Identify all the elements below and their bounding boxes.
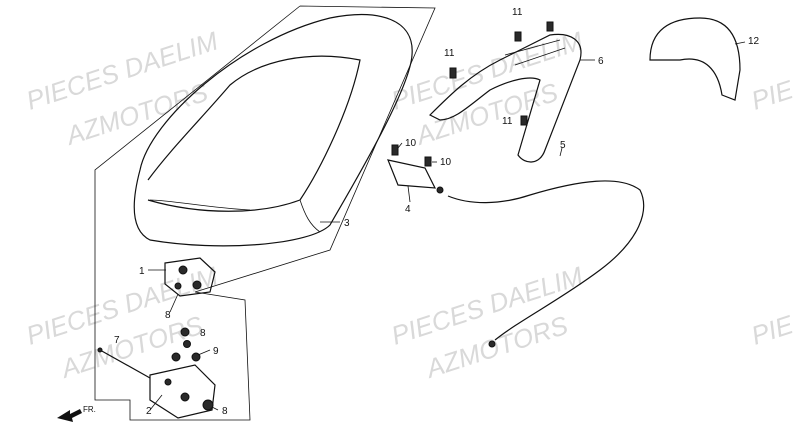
front-direction-label: FR. (83, 405, 96, 414)
callouts: 3 1 8 2 8 8 9 7 4 10 10 5 6 11 11 11 12 (114, 7, 760, 417)
callout-bolt-b: 10 (440, 157, 452, 168)
nuts-washers (171, 327, 201, 362)
seat-hinge (164, 257, 216, 297)
seat-lock-bracket (149, 364, 216, 419)
callout-seat-hinge-nut: 8 (165, 310, 171, 321)
callout-rear-carrier: 6 (598, 56, 604, 67)
callout-seat-hinge: 1 (139, 266, 145, 277)
callout-rod: 7 (114, 335, 120, 346)
callout-bolt-a: 10 (405, 138, 417, 149)
rear-carrier (428, 21, 582, 163)
callout-washer: 9 (213, 346, 219, 357)
seat-lock (387, 144, 444, 194)
backrest (649, 17, 741, 101)
seat (133, 14, 413, 247)
watermark-text: PIE (748, 74, 795, 116)
cable (447, 180, 645, 348)
callout-carrier-bolt-c: 11 (502, 116, 513, 127)
callout-upper-nut: 8 (200, 328, 206, 339)
callout-seat-lock: 4 (405, 204, 411, 215)
rod (97, 347, 151, 379)
callout-backrest: 12 (748, 36, 760, 47)
callout-cable: 5 (560, 140, 566, 151)
callout-carrier-bolt-b: 11 (512, 7, 523, 18)
callout-seat-lock-nut: 8 (222, 406, 228, 417)
callout-seat-lock-bracket: 2 (146, 406, 152, 417)
callout-carrier-bolt-a: 11 (444, 48, 455, 59)
seat-group-outline (94, 5, 436, 421)
leader-lines (148, 41, 746, 411)
front-direction-arrow: FR. (57, 405, 96, 422)
watermark-text: PIE (748, 309, 795, 351)
callout-seat: 3 (344, 218, 350, 229)
